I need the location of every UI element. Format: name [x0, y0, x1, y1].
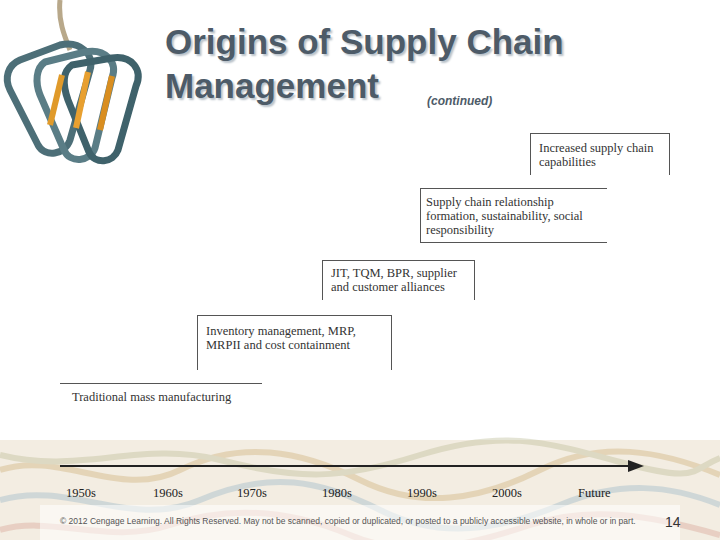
- decade-label: 1990s: [407, 486, 437, 501]
- decade-label: 1970s: [237, 486, 267, 501]
- timeline-step: JIT, TQM, BPR, supplier and customer all…: [322, 260, 475, 300]
- timeline-axis: [60, 465, 632, 467]
- decade-label: 1950s: [66, 486, 96, 501]
- decade-label: 2000s: [492, 486, 522, 501]
- timeline-step: Increased supply chain capabilities: [530, 133, 670, 175]
- timeline-step: Traditional mass manufacturing: [60, 383, 262, 407]
- decade-label: 1980s: [322, 486, 352, 501]
- step-text: Increased supply chain capabilities: [539, 141, 663, 169]
- step-text: Inventory management, MRP, MRPII and cos…: [206, 324, 383, 352]
- timeline-step: Supply chain relationship formation, sus…: [420, 188, 607, 243]
- rope-band: [0, 440, 720, 540]
- step-text: Supply chain relationship formation, sus…: [426, 195, 601, 237]
- timeline-step: Inventory management, MRP, MRPII and cos…: [197, 315, 392, 370]
- footer-ground: [40, 505, 680, 540]
- step-text: JIT, TQM, BPR, supplier and customer all…: [331, 266, 466, 294]
- step-text: Traditional mass manufacturing: [72, 390, 250, 404]
- subtitle-note: (continued): [427, 94, 492, 108]
- slide-title: Origins of Supply Chain Management: [165, 20, 645, 108]
- rope-strands: [0, 440, 720, 540]
- copyright-note: © 2012 Cengage Learning. All Rights Rese…: [60, 516, 636, 526]
- axis-arrowhead: [628, 460, 644, 472]
- carabiner-illustration: [7, 0, 138, 161]
- decade-label: Future: [578, 486, 611, 501]
- decade-label: 1960s: [153, 486, 183, 501]
- page-number: 14: [665, 514, 681, 530]
